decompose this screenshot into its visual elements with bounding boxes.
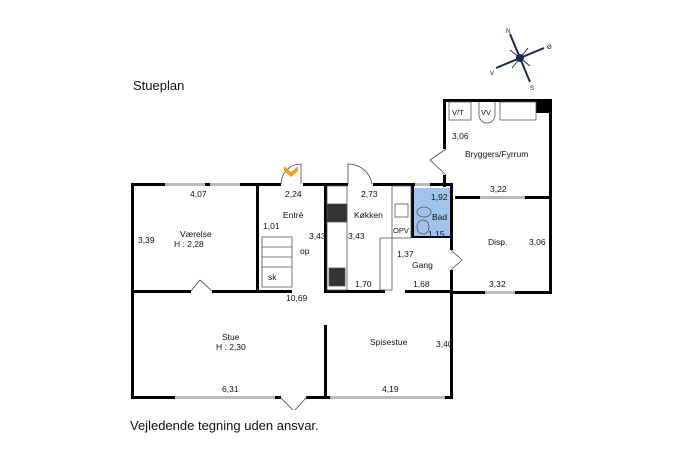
svg-text:Ø: Ø: [547, 45, 552, 51]
svg-text:3,06: 3,06: [452, 131, 469, 141]
svg-text:3,22: 3,22: [490, 184, 507, 194]
svg-text:1,01: 1,01: [263, 221, 280, 231]
label-sk: sk: [268, 272, 277, 282]
disclaimer: Vejledende tegning uden ansvar.: [130, 418, 319, 433]
label-vt: V/T: [452, 108, 464, 117]
room-entre: Entré: [283, 210, 304, 220]
svg-text:1,68: 1,68: [413, 279, 430, 289]
svg-text:3,43: 3,43: [309, 231, 326, 241]
room-stue: Stue: [222, 332, 240, 342]
stairs-op: op: [300, 246, 310, 256]
room-disp: Disp.: [488, 237, 507, 247]
label-opv: OPV: [393, 226, 409, 235]
room-bryggers: Bryggers/Fyrrum: [465, 149, 528, 159]
svg-text:S: S: [530, 86, 534, 92]
svg-text:1,15: 1,15: [428, 229, 445, 239]
svg-text:10,69: 10,69: [286, 293, 308, 303]
svg-text:2,24: 2,24: [285, 189, 302, 199]
dimensions: 4,07 3,39 2,24 1,01 3,43 3,43 2,73 1,92 …: [138, 131, 546, 394]
svg-text:3,43: 3,43: [348, 231, 365, 241]
svg-text:6,31: 6,31: [222, 384, 239, 394]
doors: [190, 148, 463, 411]
svg-text:N: N: [506, 29, 510, 35]
walls: [131, 99, 552, 399]
svg-text:3,32: 3,32: [489, 279, 506, 289]
svg-text:1,92: 1,92: [431, 192, 448, 202]
room-spisestue: Spisestue: [370, 337, 408, 347]
compass-icon: N Ø S V: [490, 29, 552, 92]
plan-title: Stueplan: [133, 78, 184, 93]
room-vaerelse-height: H : 2,28: [174, 239, 204, 249]
room-gang: Gang: [412, 260, 433, 270]
svg-text:3,40: 3,40: [436, 339, 453, 349]
svg-text:2,73: 2,73: [361, 189, 378, 199]
room-stue-height: H : 2,30: [216, 342, 246, 352]
room-bad: Bad: [432, 212, 447, 222]
fixtures: [261, 101, 537, 291]
svg-text:1,37: 1,37: [397, 249, 414, 259]
room-vaerelse: Værelse: [180, 229, 212, 239]
svg-text:3,06: 3,06: [529, 237, 546, 247]
bath-area: [413, 188, 450, 238]
svg-text:4,07: 4,07: [190, 189, 207, 199]
windows: [165, 183, 525, 399]
svg-text:3,39: 3,39: [138, 235, 155, 245]
label-vv: VV: [481, 108, 491, 117]
entrance-marker-icon: [284, 166, 298, 177]
svg-text:V: V: [490, 71, 494, 77]
svg-text:4,19: 4,19: [382, 384, 399, 394]
room-koekken: Køkken: [354, 210, 383, 220]
svg-text:1,70: 1,70: [355, 279, 372, 289]
